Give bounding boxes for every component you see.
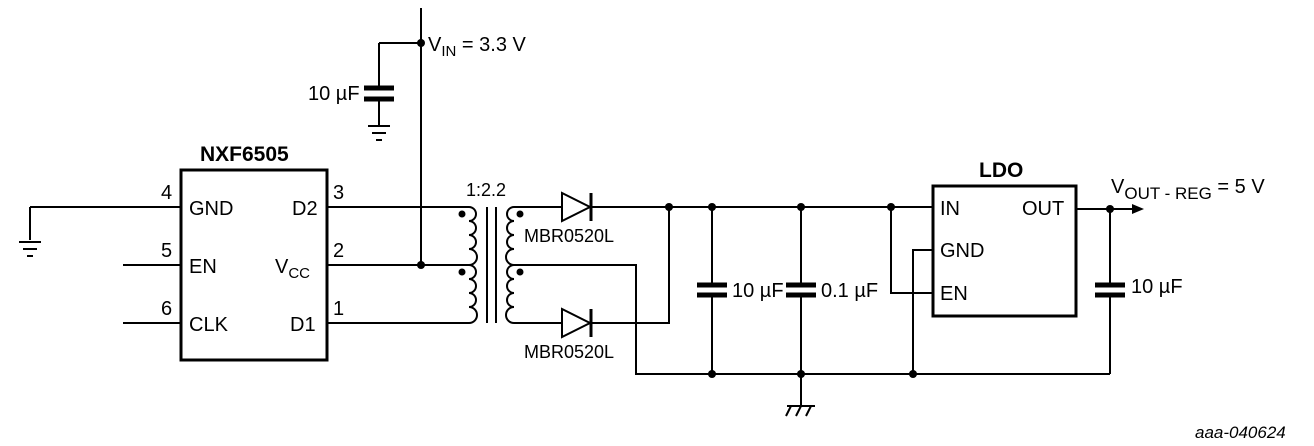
vin-label: VIN = 3.3 V <box>428 34 526 60</box>
output-cap1-value: 10 µF <box>732 280 784 302</box>
nxf6505-name: NXF6505 <box>200 143 289 166</box>
pin-d2-number: 3 <box>333 182 344 204</box>
pin-d2-label: D2 <box>292 198 318 220</box>
pin-clk-number: 6 <box>161 298 172 320</box>
pin-clk-label: CLK <box>189 314 229 336</box>
pin-gnd-number: 4 <box>161 182 172 204</box>
pin-d1-label: D1 <box>290 314 316 336</box>
input-cap-ground-icon <box>368 125 390 141</box>
ldo-name: LDO <box>979 159 1023 182</box>
vout-label: VOUT - REG = 5 V <box>1111 176 1265 203</box>
secondary-wires <box>514 203 1110 375</box>
ldo-out-cap-value: 10 µF <box>1131 276 1183 298</box>
input-cap-value: 10 µF <box>308 83 360 105</box>
figure-id: aaa-040624 <box>1195 423 1286 442</box>
ldo-gnd-label: GND <box>940 240 984 262</box>
input-capacitor <box>364 85 394 102</box>
ground-left-icon <box>19 241 41 257</box>
pin-vcc-label: VCC <box>275 256 310 282</box>
pin-vcc-number: 2 <box>333 240 344 262</box>
diode-top-icon <box>561 191 593 223</box>
output-capacitor-0-1uf <box>786 203 816 378</box>
ldo-wires <box>887 203 1144 378</box>
pin-en-number: 5 <box>161 240 172 262</box>
transformer-icon <box>458 206 524 324</box>
diode-bottom-label: MBR0520L <box>524 342 614 362</box>
vin-rail <box>378 8 425 265</box>
chassis-ground-icon <box>785 374 815 417</box>
nxf6505-chip <box>179 168 329 362</box>
output-cap2-value: 0.1 µF <box>821 280 878 302</box>
pin-gnd-label: GND <box>189 198 233 220</box>
ldo-en-label: EN <box>940 283 968 305</box>
ldo-chip <box>931 184 1078 318</box>
pin-d1-number: 1 <box>333 298 344 320</box>
primary-wires <box>327 206 469 324</box>
transformer-ratio: 1:2.2 <box>466 180 506 200</box>
ldo-out-label: OUT <box>1022 198 1064 220</box>
output-capacitor-10uf <box>697 203 727 378</box>
nxf-left-pin-wires <box>29 206 181 324</box>
ldo-in-label: IN <box>940 198 960 220</box>
diode-bottom-icon <box>561 307 593 339</box>
pin-en-label: EN <box>189 256 217 278</box>
diode-top-label: MBR0520L <box>524 226 614 246</box>
